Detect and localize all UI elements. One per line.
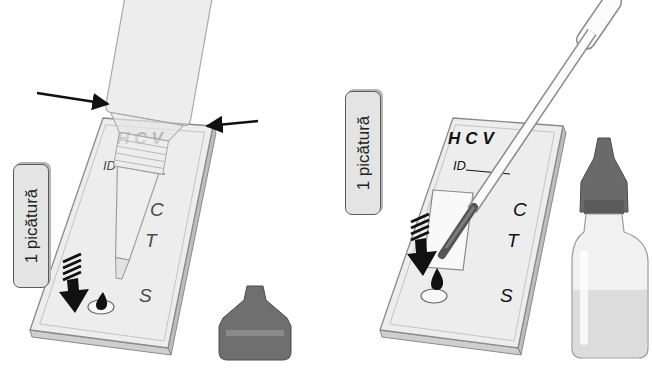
zone-marker: S [500,286,513,305]
pipette-bulb [586,2,612,40]
test-cassette: HCVID CT S [25,112,225,362]
test-name: HCV [448,130,499,147]
cassette-face [30,118,213,348]
zone-marker: S [139,286,152,305]
cassette-face [380,118,563,348]
zone-marker: T [507,231,519,250]
id-field-label: ID [103,159,116,172]
callout-tag: 1 picătură [13,164,49,288]
test-name: HCV [117,130,168,147]
sample-tube [105,0,216,126]
id-write-line [117,170,165,174]
id-field-label: ID [453,159,466,172]
cap-highlight [226,330,284,336]
tube-cap [219,286,291,360]
zone-marker: C [513,200,527,219]
bottle-cap-ring [584,200,624,214]
cassette-outline [375,112,575,362]
test-cassette: HCV ID CT S [375,112,575,362]
zone-marker: C [150,200,164,219]
callout-text: 1 picătură [355,116,372,191]
dropper-bottle [572,214,648,358]
bottle-cap [580,138,628,212]
zone-marker: T [145,231,157,250]
bottle-highlight [580,250,588,345]
pipette-bulb [586,2,612,40]
callout-tag: 1 picătură [345,91,381,215]
callout-text: 1 picătură [23,189,40,264]
id-write-line [466,170,510,174]
cassette-rim [390,125,555,341]
cassette-outline [25,112,225,362]
squeeze-arrow [207,121,258,126]
squeeze-arrow [37,93,108,104]
cassette-rim [40,125,205,341]
bottle-liquid [573,290,647,357]
